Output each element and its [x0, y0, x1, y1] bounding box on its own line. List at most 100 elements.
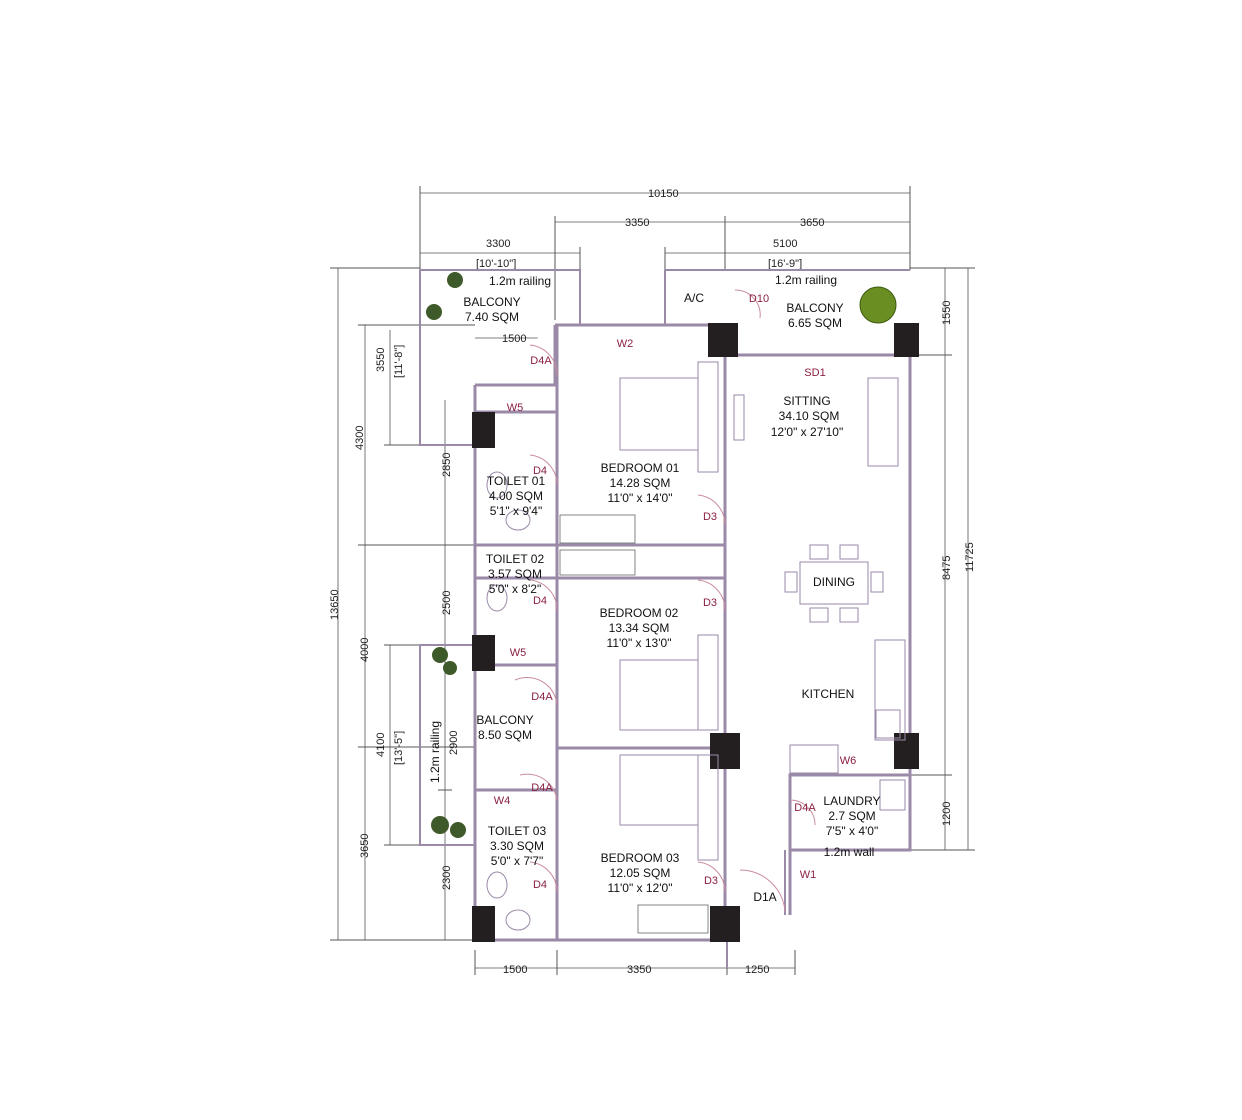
- sitting-size: 12'0" x 27'10": [771, 425, 844, 439]
- tag-w5-2: W5: [510, 647, 527, 659]
- pillars: [472, 323, 919, 942]
- door-swing: [789, 799, 816, 826]
- dim-bottom-3350: 3350: [627, 964, 651, 976]
- dim-top-left-balcony: 3300: [486, 238, 510, 250]
- plant-icon: [447, 272, 463, 288]
- kitchen-label: KITCHEN: [802, 687, 855, 701]
- door-swing: [519, 773, 558, 801]
- wash-basin: [505, 509, 531, 531]
- wardrobe: [697, 634, 719, 731]
- tag-w6: W6: [840, 755, 857, 767]
- sofa: [867, 377, 899, 467]
- pillar: [710, 906, 740, 942]
- door-swing: [697, 494, 726, 526]
- tag-d4-2: D4: [533, 595, 547, 607]
- laundry-area: 2.7 SQM: [828, 809, 875, 823]
- storage-hatch: [559, 514, 636, 544]
- dim-left-4100: 4100: [375, 733, 387, 757]
- tag-d4a-4: D4A: [794, 802, 816, 814]
- plant-icon: [859, 286, 897, 324]
- dim-top-mid-right: 3650: [800, 217, 824, 229]
- tag-sd1: SD1: [804, 367, 825, 379]
- dim-left-4000: 4000: [359, 638, 371, 662]
- kitchen-sink: [789, 744, 839, 774]
- dim-left-3550-ft: [11'-8"]: [393, 345, 405, 378]
- wardrobe: [697, 361, 719, 473]
- bedroom-01-size: 11'0" x 14'0": [608, 491, 673, 505]
- bedroom-01-area: 14.28 SQM: [610, 476, 671, 490]
- dining-chair: [839, 607, 859, 623]
- balcony-top-left-name: BALCONY: [463, 295, 520, 309]
- dim-top-left-balcony-ft: [10'-10"]: [476, 258, 516, 270]
- tag-d3-1: D3: [703, 511, 717, 523]
- tag-w2: W2: [617, 338, 634, 350]
- door-swing: [739, 869, 786, 913]
- plant-icon: [443, 661, 457, 675]
- room-labels: 1.2m railing BALCONY 7.40 SQM 1.2m raili…: [428, 273, 881, 895]
- tag-d10: D10: [749, 293, 769, 305]
- bed: [619, 659, 699, 731]
- door-swing: [529, 861, 558, 893]
- pillar: [894, 733, 919, 769]
- dining-chair: [809, 607, 829, 623]
- plant-icon: [431, 816, 449, 834]
- kitchen-counter: [874, 639, 906, 741]
- toilet-02-name: TOILET 02: [486, 552, 545, 566]
- toilet-01-area: 4.00 SQM: [489, 489, 543, 503]
- dim-left-overall: 13650: [329, 589, 341, 620]
- pillar: [472, 906, 495, 942]
- tag-d4a-1: D4A: [530, 355, 552, 367]
- dim-top-mid-left: 3350: [625, 217, 649, 229]
- dim-right-overall: 11725: [964, 542, 976, 572]
- laundry-size: 7'5" x 4'0": [826, 824, 878, 838]
- balcony-top-right-railing: 1.2m railing: [775, 273, 837, 287]
- dim-top-overall: 10150: [648, 188, 679, 200]
- dim-right-1550: 1550: [941, 301, 953, 325]
- washing-machine: [879, 779, 906, 811]
- dining-chair: [839, 544, 859, 560]
- balcony-top-left-railing: 1.2m railing: [489, 274, 551, 288]
- balcony-mid-railing: 1.2m railing: [428, 721, 442, 783]
- balcony-mid-name: BALCONY: [476, 713, 533, 727]
- door-swing: [529, 454, 558, 486]
- balcony-top-right-area: 6.65 SQM: [788, 316, 842, 330]
- pillar: [472, 412, 495, 448]
- wardrobe: [697, 754, 719, 861]
- pillar: [708, 323, 738, 357]
- dim-left-3650: 3650: [359, 834, 371, 858]
- balcony-top-right-name: BALCONY: [786, 301, 843, 315]
- tag-d1a: D1A: [753, 890, 776, 904]
- tag-w1: W1: [800, 869, 817, 881]
- plant-icon: [426, 304, 442, 320]
- tag-d4-1: D4: [533, 465, 547, 477]
- dim-inner-2900: 2900: [448, 731, 460, 755]
- balcony-top-left-area: 7.40 SQM: [465, 310, 519, 324]
- tag-d4-3: D4: [533, 879, 547, 891]
- toilet-bowl: [486, 584, 508, 612]
- bedroom-03-name: BEDROOM 03: [601, 851, 680, 865]
- dim-right-1200: 1200: [941, 802, 953, 826]
- bedroom-02-size: 11'0" x 13'0": [607, 636, 672, 650]
- dim-bottom-1250: 1250: [745, 964, 769, 976]
- toilet-02-area: 3.57 SQM: [488, 567, 542, 581]
- toilet-03-size: 5'0" x 7'7": [491, 854, 543, 868]
- toilet-bowl: [486, 471, 508, 499]
- dining-chair: [809, 544, 829, 560]
- dim-left-4300: 4300: [354, 426, 366, 450]
- toilet-bowl: [486, 871, 508, 899]
- dim-right-8475: 8475: [941, 556, 953, 580]
- dim-top-right-balcony: 5100: [773, 238, 797, 250]
- pillar: [472, 635, 495, 671]
- tag-w4: W4: [494, 795, 511, 807]
- dim-bottom-1500: 1500: [503, 964, 527, 976]
- door-swing: [734, 289, 761, 319]
- dim-balcony-1500: 1500: [502, 333, 526, 345]
- toilet-03-area: 3.30 SQM: [490, 839, 544, 853]
- ac-label: A/C: [684, 291, 704, 305]
- laundry-wall: 1.2m wall: [824, 845, 875, 859]
- door-swing: [697, 579, 726, 611]
- storage-hatch: [637, 904, 709, 934]
- dim-inner-2300: 2300: [441, 866, 453, 890]
- toilet-02-size: 5'0" x 8'2": [489, 582, 541, 596]
